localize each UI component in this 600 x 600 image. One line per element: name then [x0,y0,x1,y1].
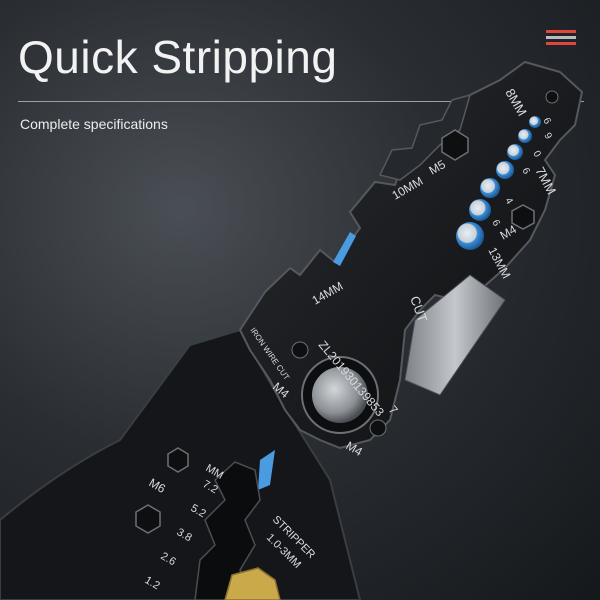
brand-flag-icon [546,30,576,45]
screw-hole [545,90,559,104]
hex-socket [135,504,161,534]
wire-gauge-label: 0 [530,149,543,160]
wire-gauge-label: 4 [502,196,515,207]
hex-socket [167,447,189,473]
pivot-bolt-head [312,367,368,423]
wire-gauge-label: 6 [519,166,532,177]
cutting-blade [404,274,506,396]
blue-accent [258,450,275,490]
screw-hole [291,341,309,359]
wire-samples [456,116,541,250]
subheadline: Complete specifications [20,116,168,132]
hex-socket [441,129,469,161]
divider-line [18,101,584,102]
gear-teeth [378,93,472,181]
gold-insert [224,567,281,600]
tool-head [238,60,584,450]
wire-gauge-label: 6 [489,218,502,229]
hex-socket [511,204,535,230]
wire-gauge-label: 9 [541,131,554,142]
blue-accent [333,232,356,266]
screw-hole [369,419,387,437]
stripper-jaw [194,461,261,600]
headline: Quick Stripping [18,31,338,83]
wire-gauge-label: 6 [540,116,553,127]
